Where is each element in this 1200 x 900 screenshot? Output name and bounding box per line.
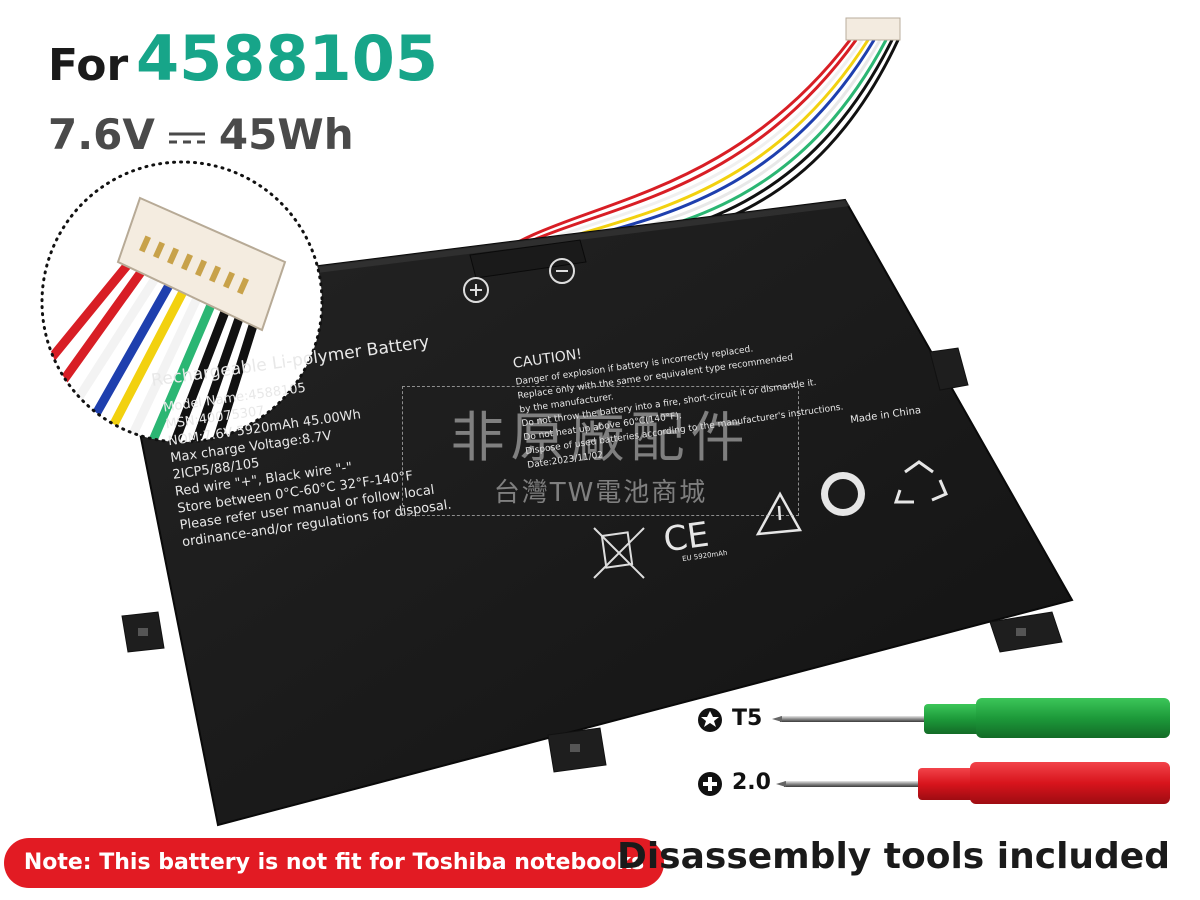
voltage-value: 7.6V (48, 110, 155, 159)
phillips-screwdriver (776, 762, 1170, 804)
watermark-sub: 台灣TW電池商城 (493, 478, 708, 508)
phillips-icon (698, 772, 722, 796)
watermark-box: 非原廠配件 台灣TW電池商城 (402, 386, 799, 516)
recycle-arrows-icon (893, 460, 948, 504)
compatibility-note: Note: This battery is not fit for Toshib… (4, 838, 664, 888)
connector-plug (845, 17, 901, 41)
warning-triangle-icon (755, 491, 803, 536)
tool-label-2-0: 2.0 (732, 770, 771, 795)
minus-terminal-icon (549, 258, 575, 284)
torx-screwdriver (772, 698, 1170, 738)
capacity-value: 45Wh (218, 110, 354, 159)
plus-terminal-icon (463, 277, 489, 303)
tools-included-caption: Disassembly tools included (616, 836, 1170, 877)
dc-symbol-icon (168, 132, 205, 143)
spec-line: 7.6V 45Wh (48, 110, 354, 159)
svg-text:CE: CE (661, 515, 711, 561)
recycle-badge-icon (821, 472, 865, 516)
header-prefix: For (48, 40, 129, 91)
tool-label-t5: T5 (732, 706, 763, 731)
battery-body (110, 198, 1074, 827)
header-model-number: 4588105 (136, 22, 438, 95)
ce-mark-icon: CE (661, 515, 711, 561)
connector-zoom-inset (40, 160, 324, 444)
torx-icon (698, 708, 722, 732)
watermark-main: 非原廠配件 (450, 406, 751, 469)
weee-bin-icon (593, 527, 645, 579)
